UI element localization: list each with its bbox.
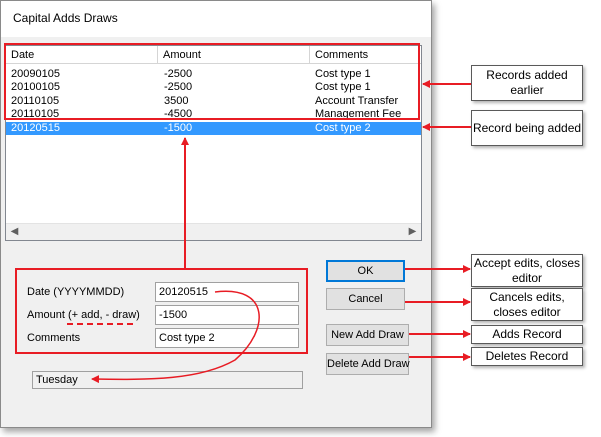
callout-records-added: Records added earlier xyxy=(471,65,583,101)
new-add-draw-button[interactable]: New Add Draw xyxy=(326,324,409,346)
list-header: Date Amount Comments xyxy=(6,46,421,64)
amount-label-hint: (+ add, - draw) xyxy=(67,309,140,321)
window-title: Capital Adds Draws xyxy=(13,11,118,25)
comments-field[interactable]: Cost type 2 xyxy=(155,328,299,348)
column-header-comments[interactable]: Comments xyxy=(315,49,369,61)
records-highlight-box xyxy=(4,43,420,120)
cell-comments: Management Fee xyxy=(315,108,402,120)
cell-amount: -2500 xyxy=(164,68,193,80)
amount-label-prefix: Amount xyxy=(27,309,68,321)
cell-date: 20110105 xyxy=(11,108,60,120)
cell-date: 20090105 xyxy=(11,68,60,80)
table-row[interactable]: 20090105 -2500 Cost type 1 xyxy=(6,68,421,81)
cell-amount: -2500 xyxy=(164,81,193,93)
cell-comments: Account Transfer xyxy=(315,95,399,107)
cell-amount: -4500 xyxy=(164,108,193,120)
callout-adds-record: Adds Record xyxy=(471,325,583,344)
column-header-date[interactable]: Date xyxy=(6,46,158,64)
ok-button[interactable]: OK xyxy=(326,260,405,282)
cell-comments: Cost type 2 xyxy=(315,122,371,134)
amount-label: Amount (+ add, - draw) xyxy=(27,309,140,321)
arrow-date-to-weekday xyxy=(91,290,260,384)
table-row[interactable]: 20100105 -2500 Cost type 1 xyxy=(6,81,421,94)
cell-amount: 3500 xyxy=(164,95,189,107)
table-row[interactable]: 20110105 3500 Account Transfer xyxy=(6,95,421,108)
cancel-button[interactable]: Cancel xyxy=(326,288,405,310)
cell-amount: -1500 xyxy=(164,122,193,134)
callout-accept-edits: Accept edits, closes editor xyxy=(471,254,583,287)
date-label: Date (YYYYMMDD) xyxy=(27,286,125,298)
title-bar: Capital Adds Draws xyxy=(1,1,431,37)
callout-record-being-added: Record being added xyxy=(471,110,583,146)
callout-deletes-record: Deletes Record xyxy=(471,347,583,366)
callout-cancels-edits: Cancels edits, closes editor xyxy=(471,288,583,321)
scroll-right-icon[interactable]: ▶ xyxy=(408,226,417,237)
records-list[interactable]: Date Amount Comments 20090105 -2500 Cost… xyxy=(5,45,422,241)
cell-comments: Cost type 1 xyxy=(315,68,371,80)
delete-add-draw-button[interactable]: Delete Add Draw xyxy=(326,353,410,375)
comments-label: Comments xyxy=(27,332,81,344)
table-row[interactable]: 20110105 -4500 Management Fee xyxy=(6,108,421,121)
cell-comments: Cost type 1 xyxy=(315,81,371,93)
amount-field[interactable]: -1500 xyxy=(155,305,299,325)
editor-highlight-box xyxy=(15,268,308,354)
cell-date: 20110105 xyxy=(11,95,60,107)
table-row-selected[interactable]: 20120515 -1500 Cost type 2 xyxy=(6,122,421,135)
cell-date: 20100105 xyxy=(11,81,60,93)
scroll-left-icon[interactable]: ◀ xyxy=(10,226,19,237)
column-header-amount[interactable]: Amount xyxy=(158,46,310,64)
horizontal-scrollbar[interactable]: ◀ ▶ xyxy=(6,223,421,240)
cell-date: 20120515 xyxy=(11,122,60,134)
capital-adds-draws-dialog: Capital Adds Draws Date Amount Comments … xyxy=(0,0,432,428)
weekday-display: Tuesday xyxy=(32,371,303,389)
